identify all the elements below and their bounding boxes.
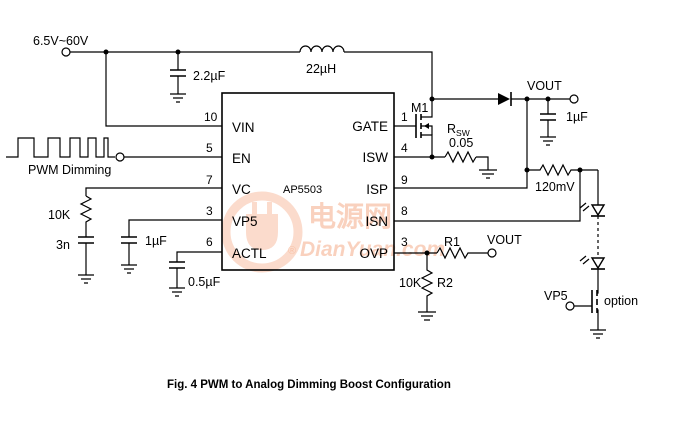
pin-isn-number: 8 (401, 204, 408, 218)
svg-text:®: ® (288, 245, 296, 257)
vout-label: VOUT (527, 79, 562, 93)
input-capacitor (170, 52, 186, 103)
sense-voltage-label: 120mV (535, 180, 575, 194)
vout-terminal (569, 94, 579, 104)
watermark-cn: 电源网 (308, 200, 392, 233)
pin-vin-name: VIN (232, 120, 255, 135)
vc-resistor (79, 195, 93, 237)
rsw-value: 0.05 (449, 136, 473, 150)
watermark-logo-icon (221, 191, 303, 273)
vp5-capacitor (121, 236, 137, 274)
led-sense-resistor (527, 163, 598, 177)
boost-diode (498, 92, 512, 106)
dimming-mosfet (574, 290, 606, 339)
led-2 (579, 255, 606, 270)
pin-en-number: 5 (206, 141, 213, 155)
r1-vout-label: VOUT (487, 233, 522, 247)
pin-isp-number: 9 (401, 173, 408, 187)
mosfet-label: M1 (411, 101, 428, 115)
vc-resistor-label: 10K (48, 208, 71, 222)
r1-label: R1 (444, 235, 460, 249)
mosfet-m1 (394, 99, 433, 157)
pin-gate-number: 1 (401, 110, 408, 124)
option-label: option (604, 294, 638, 308)
resistor-r1 (436, 246, 488, 260)
watermark: 电源网 DianYuan.com ® (221, 191, 445, 273)
led-1 (579, 202, 606, 217)
ic-name: AP5503 (283, 184, 322, 196)
pin-vc-name: VC (232, 182, 251, 197)
rsw-label: RSW (447, 122, 470, 138)
figure-caption: Fig. 4 PWM to Analog Dimming Boost Confi… (167, 379, 451, 391)
switch-sense-resistor (444, 150, 497, 179)
output-capacitor (540, 99, 556, 146)
watermark-en: DianYuan.com (300, 238, 445, 261)
pin-isw-name: ISW (363, 150, 389, 165)
r2-value: 10K (399, 276, 422, 290)
pin-vin-number: 10 (204, 110, 218, 124)
pwm-dimming-label: PWM Dimming (28, 163, 111, 177)
pwm-waveform (6, 137, 115, 158)
inductor-label: 22µH (306, 62, 336, 76)
input-capacitor-label: 2.2µF (193, 69, 226, 83)
pin-isn-name: ISN (365, 214, 388, 229)
pin-actl-number: 6 (206, 235, 213, 249)
resistor-r2 (418, 253, 436, 321)
pin-actl-name: ACTL (232, 246, 267, 261)
actl-capacitor-label: 0.5µF (188, 275, 221, 289)
inductor (299, 45, 433, 99)
actl-capacitor (169, 261, 185, 297)
pin-isw-number: 4 (401, 141, 408, 155)
r2-label: R2 (437, 276, 453, 290)
output-capacitor-label: 1µF (566, 110, 588, 124)
pin-vc-number: 7 (206, 173, 213, 187)
vin-range-label: 6.5V~60V (33, 34, 89, 48)
pin-gate-name: GATE (352, 119, 388, 134)
vin-terminal (61, 47, 71, 57)
vc-capacitor-label: 3n (56, 238, 70, 252)
pin-ovp-number: 3 (401, 235, 408, 249)
vp5-capacitor-label: 1µF (145, 234, 167, 248)
pin-isp-name: ISP (366, 182, 388, 197)
pin-vp5-number: 3 (206, 204, 213, 218)
pin-vp5-name: VP5 (232, 214, 258, 229)
pin-ovp-name: OVP (359, 246, 388, 261)
vp5-label: VP5 (544, 289, 568, 303)
vc-capacitor (78, 236, 94, 284)
pin-en-name: EN (232, 151, 251, 166)
ic-body (221, 92, 395, 271)
